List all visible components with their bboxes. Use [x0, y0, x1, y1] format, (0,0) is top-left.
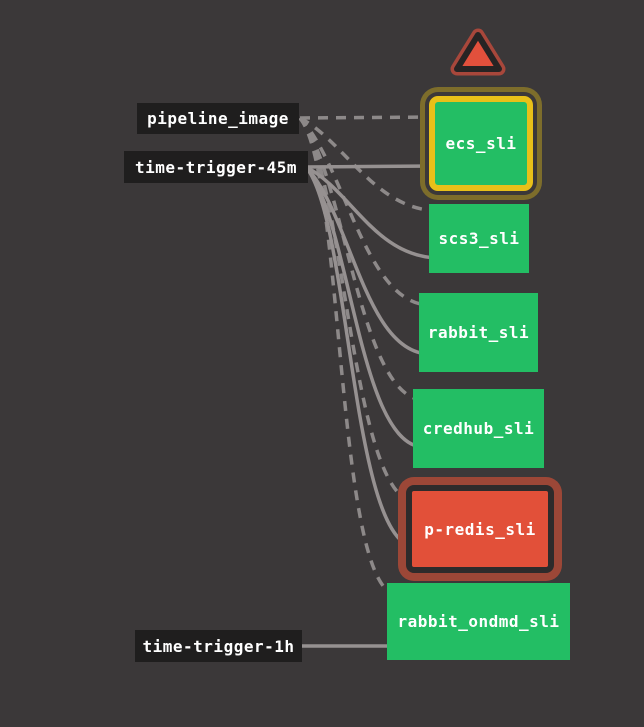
- edge-pipeline_image-to-ecs_sli: [299, 115, 437, 120]
- triangle-body: [454, 32, 502, 72]
- edge-time-trigger-45m-to-p-redis_sli: [304, 165, 417, 549]
- job-rabbit-ondmd-sli[interactable]: rabbit_ondmd_sli: [387, 583, 570, 660]
- edge-time-trigger-45m-to-credhub_sli: [304, 165, 425, 449]
- job-scs3-sli[interactable]: scs3_sli: [429, 204, 529, 273]
- edge-time-trigger-45m-to-scs3_sli: [305, 165, 441, 260]
- edge-pipeline_image-to-rabbit_sli: [298, 116, 431, 307]
- job-rabbit-sli[interactable]: rabbit_sli: [419, 293, 538, 372]
- resource-time-trigger-1h[interactable]: time-trigger-1h: [135, 630, 302, 662]
- edge-pipeline_image-to-rabbit_ondmd_sli: [298, 116, 399, 597]
- edge-pipeline_image-to-credhub_sli: [298, 116, 425, 402]
- job-label: rabbit_sli: [427, 323, 530, 342]
- resource-label: pipeline_image: [147, 109, 289, 128]
- job-credhub-sli[interactable]: credhub_sli: [413, 389, 544, 468]
- job-label: p-redis_sli: [424, 519, 536, 539]
- triangle-icon[interactable]: [450, 28, 506, 76]
- job-p-redis-sli[interactable]: p-redis_sli: [406, 485, 554, 573]
- job-label: rabbit_ondmd_sli: [397, 612, 560, 631]
- resource-time-trigger-45m[interactable]: time-trigger-45m: [124, 151, 308, 183]
- job-label: credhub_sli: [422, 419, 535, 438]
- resource-pipeline-image[interactable]: pipeline_image: [137, 103, 299, 134]
- job-label: scs3_sli: [438, 229, 520, 248]
- edge-time-trigger-45m-to-rabbit_sli: [304, 165, 431, 356]
- resource-label: time-trigger-45m: [134, 157, 298, 177]
- job-label: ecs_sli: [445, 134, 517, 153]
- edge-time-trigger-45m-to-ecs_sli: [305, 164, 437, 169]
- edge-pipeline_image-to-p-redis_sli: [298, 116, 417, 504]
- edge-pipeline_image-to-scs3_sli: [299, 116, 441, 213]
- resource-label: time-trigger-1h: [142, 636, 295, 656]
- job-ecs-sli[interactable]: ecs_sli: [429, 96, 533, 191]
